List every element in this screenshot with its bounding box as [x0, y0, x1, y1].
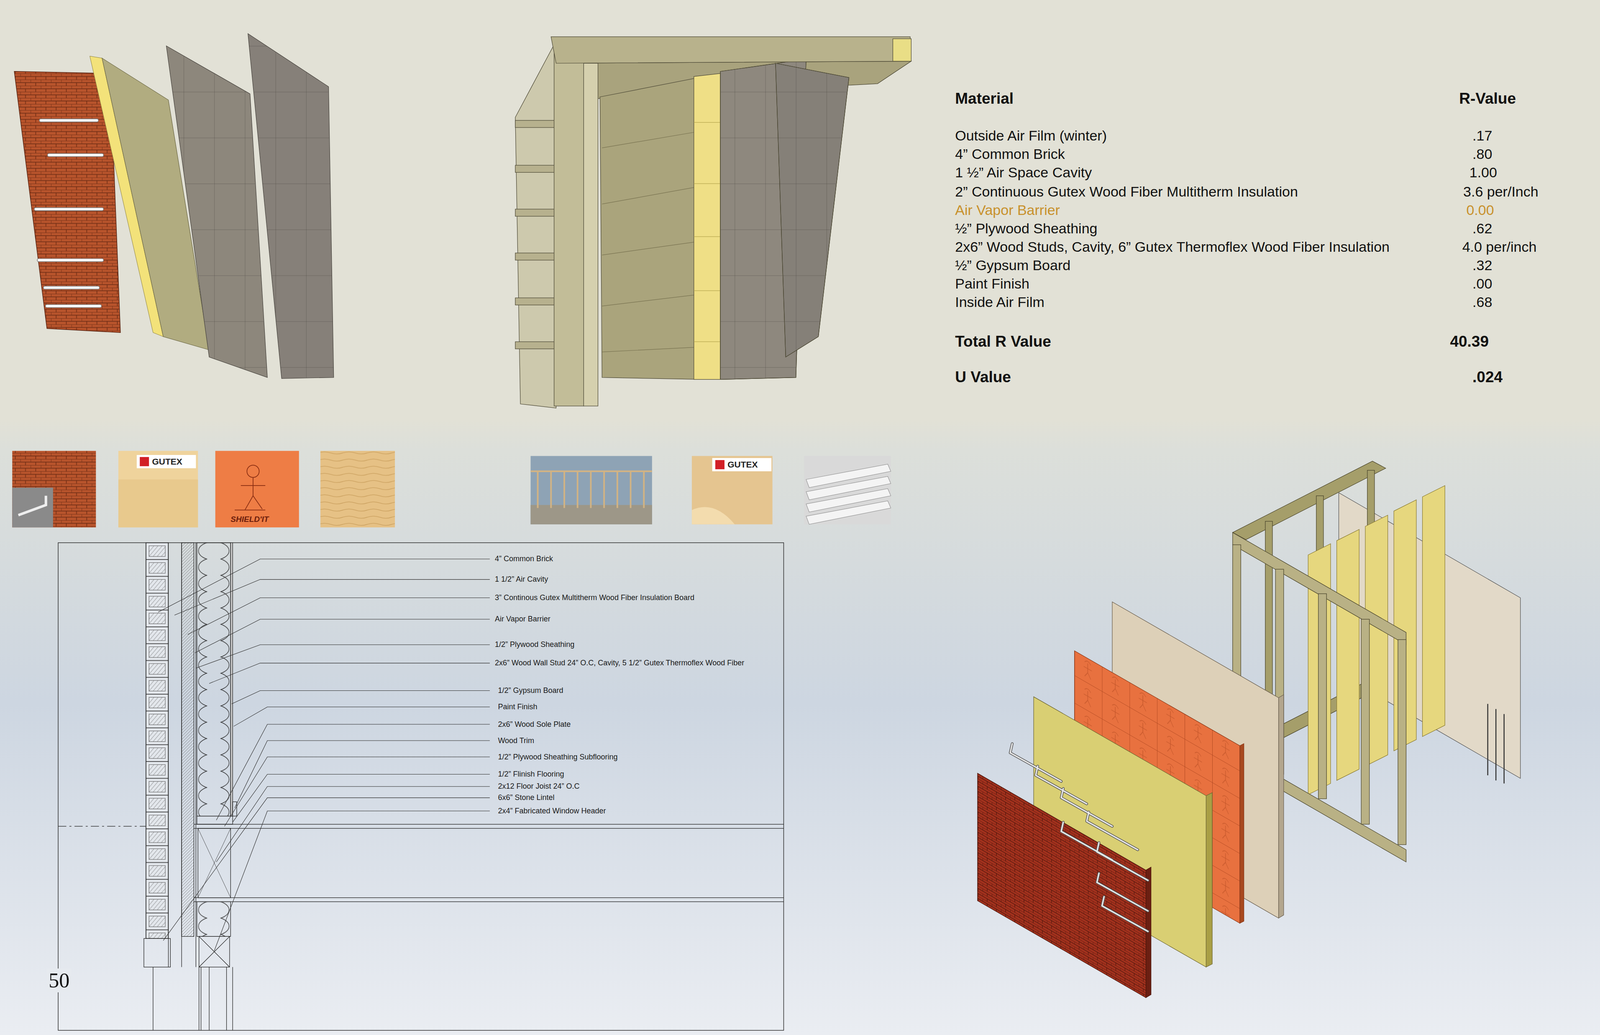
callout-label: 1 1/2” Air Cavity	[494, 575, 548, 584]
table-cell: ½” Plywood Sheathing	[954, 220, 1098, 237]
frame-sketch	[515, 36, 912, 409]
callout-label: 1/2” Flinish Flooring	[497, 770, 564, 779]
callout-label: 2x6” Wood Sole Plate	[497, 720, 571, 730]
callout-label: Air Vapor Barrier	[494, 614, 551, 624]
material-thumbnails	[12, 450, 891, 528]
table-total: Total R Value	[954, 332, 1052, 351]
table-cell: 1 ½” Air Space Cavity	[954, 164, 1092, 181]
callout-label: Paint Finish	[497, 702, 538, 712]
table-total: U Value	[954, 368, 1012, 387]
table-value: .17	[1472, 127, 1493, 144]
table-header: R-Value	[1459, 89, 1516, 108]
callout-label: 6x6” Stone Lintel	[497, 793, 555, 803]
callout-label: 3” Continous Gutex Multitherm Wood Fiber…	[494, 593, 695, 603]
exploded-wall-axonometric	[977, 461, 1521, 999]
brick-ties	[35, 120, 103, 307]
leader-lines	[158, 559, 490, 952]
callout-label: 1/2” Plywood Sheathing Subflooring	[497, 752, 618, 762]
callout-label: 1/2” Gypsum Board	[497, 686, 564, 696]
table-value: 1.00	[1469, 164, 1498, 181]
table-total-value: .024	[1472, 368, 1503, 387]
brand-logo: SHIELD'IT	[230, 514, 269, 525]
callout-label: Wood Trim	[497, 736, 535, 746]
brand-logo: GUTEX	[151, 456, 182, 467]
callout-label: 4” Common Brick	[494, 554, 553, 564]
gypsum-panel	[248, 33, 334, 379]
table-value: .00	[1472, 275, 1493, 292]
table-value: .68	[1472, 294, 1493, 311]
table-value: .32	[1472, 257, 1493, 274]
table-value-highlight: 0.00	[1466, 202, 1494, 219]
table-value: .80	[1472, 145, 1493, 163]
callout-label: 2x6” Wood Wall Stud 24” O.C, Cavity, 5 1…	[494, 658, 745, 668]
table-cell: 4” Common Brick	[954, 145, 1065, 163]
table-value: 4.0 per/inch	[1462, 238, 1537, 256]
page-number: 50	[46, 968, 72, 994]
callout-label: 2x4” Fabricated Window Header	[497, 806, 606, 816]
table-cell: Paint Finish	[954, 275, 1030, 292]
wall-section	[58, 542, 784, 1031]
callout-label: 1/2” Plywood Sheathing	[494, 640, 575, 650]
brand-logo: GUTEX	[727, 459, 758, 470]
table-total-value: 40.39	[1449, 332, 1489, 351]
table-cell: Outside Air Film (winter)	[954, 127, 1107, 144]
drawing-frame	[58, 542, 784, 1031]
table-cell-highlight: Air Vapor Barrier	[954, 202, 1060, 219]
sheathing-panel	[166, 46, 268, 378]
table-cell: 2x6” Wood Studs, Cavity, 6” Gutex Thermo…	[954, 238, 1390, 256]
callout-label: 2x12 Floor Joist 24” O.C	[497, 782, 580, 792]
table-cell: 2” Continuous Gutex Wood Fiber Multither…	[954, 183, 1298, 200]
wall-layers-sketch	[14, 33, 334, 379]
table-cell: Inside Air Film	[954, 294, 1045, 311]
table-value: .62	[1472, 220, 1493, 237]
table-header: Material	[954, 89, 1014, 108]
table-cell: ½” Gypsum Board	[954, 257, 1071, 274]
table-value: 3.6 per/Inch	[1463, 183, 1539, 200]
